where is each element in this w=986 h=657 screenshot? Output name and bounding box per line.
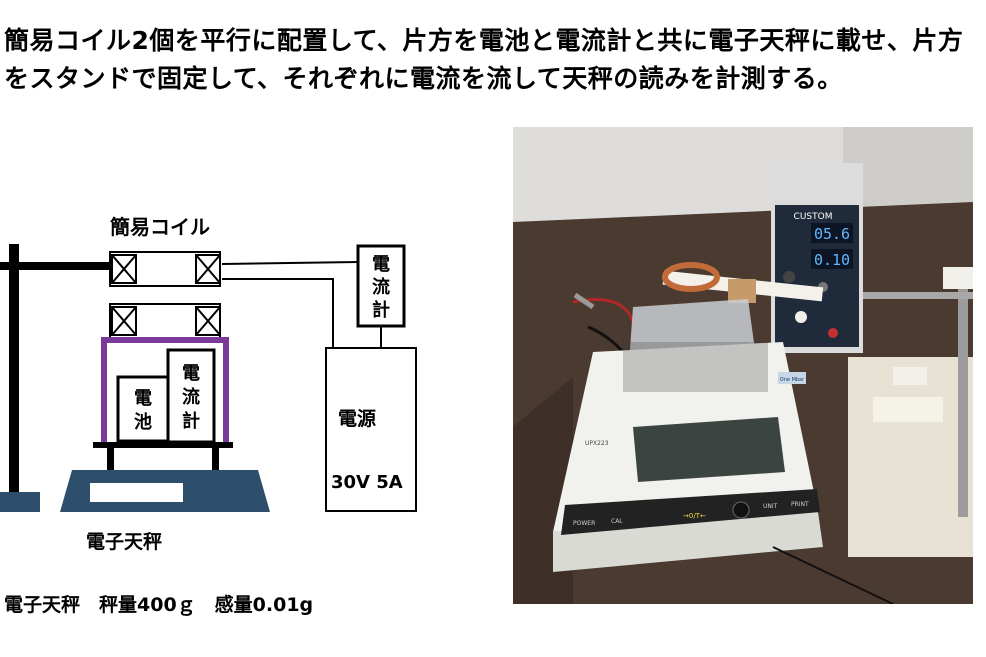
ammeter-on-scale-char-3: 計: [182, 410, 200, 432]
stand-base: [0, 492, 40, 512]
photo-round-button: [732, 501, 750, 519]
wire-lower: [222, 278, 334, 350]
power-supply-label: 電源: [338, 407, 376, 430]
platform: [93, 442, 233, 448]
coil-label: 簡易コイル: [110, 215, 210, 239]
platform-leg-right: [212, 448, 219, 470]
stand-arm: [0, 262, 110, 270]
photo-stand-base: [848, 357, 973, 557]
bottom-coil: [109, 303, 221, 339]
photo-balance-keypad: [561, 489, 820, 535]
wire-upper: [221, 261, 359, 265]
photo-psu-knob-1: [783, 271, 795, 283]
ammeter-char-1: 電: [372, 254, 390, 275]
ammeter-char-2: 流: [372, 276, 390, 298]
photo-psu-current: 0.10: [814, 251, 850, 269]
coil-holder: [101, 337, 229, 445]
photo-copper-coil: [662, 262, 720, 292]
balance-display: [90, 483, 183, 502]
ammeter-box: [356, 244, 406, 328]
ammeter-char-3: 計: [372, 299, 390, 321]
battery-box: [116, 375, 170, 443]
photo-button-print: PRINT: [791, 501, 809, 508]
ammeter-on-scale-char-1: 電: [182, 363, 200, 384]
photo-button-power: POWER: [573, 520, 595, 527]
platform-leg-left: [107, 448, 114, 470]
photo-psu-voltage: 05.6: [814, 225, 850, 243]
balance-label: 電子天秤: [86, 531, 162, 553]
photo-button-tare: →0/T←: [683, 512, 706, 520]
spec-text: 電子天秤 秤量400ｇ 感量0.01g: [4, 594, 314, 616]
power-supply-box: [325, 347, 417, 512]
power-supply-rating: 30V 5A: [331, 472, 403, 493]
photo-button-cal: CAL: [611, 518, 623, 525]
photo-badge: One Mbar: [780, 377, 805, 383]
battery-char-1: 電: [134, 388, 152, 409]
photo-psu-brand: CUSTOM: [794, 212, 833, 222]
instruction-text: 簡易コイル2個を平行に配置して、片方を電池と電流計と共に電子天秤に載せ、片方をス…: [4, 26, 964, 93]
stand-pole: [9, 244, 19, 494]
experiment-photo: CUSTOM 05.6 0.10 UPX223 POWER CAL →0/T← …: [513, 127, 973, 604]
photo-balance-display: [633, 417, 785, 482]
photo-button-unit: UNIT: [763, 503, 778, 510]
photo-balance-model: UPX223: [585, 440, 609, 447]
top-coil: [109, 251, 221, 287]
ammeter-on-scale-char-2: 流: [182, 386, 200, 408]
battery-char-2: 池: [134, 411, 152, 433]
